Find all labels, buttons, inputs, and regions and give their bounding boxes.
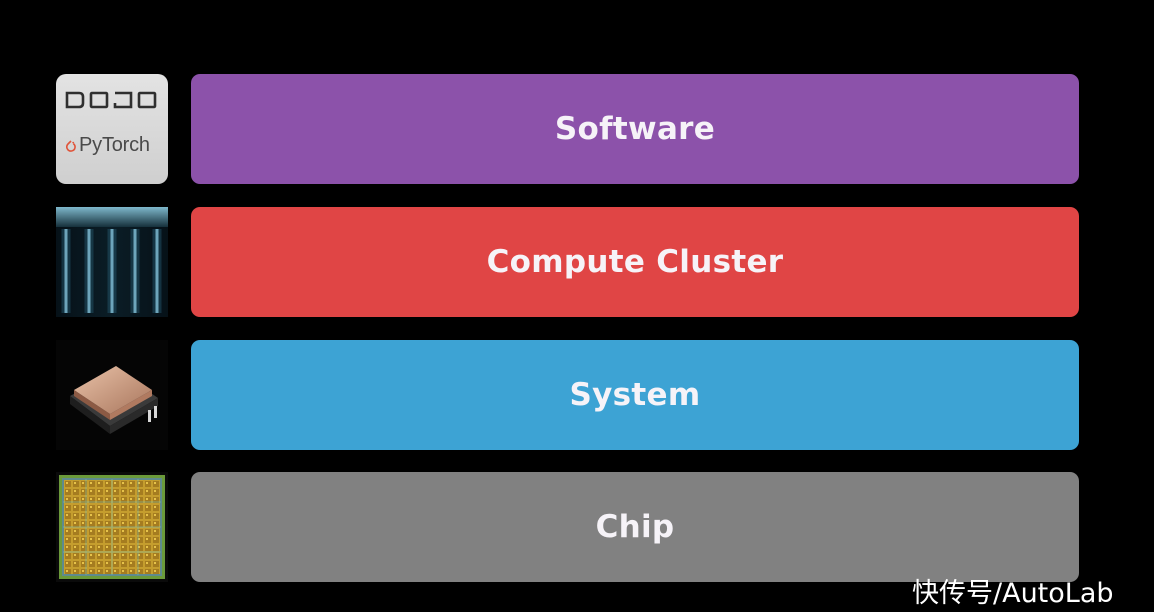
system-image	[56, 340, 168, 450]
compute-cluster-bar: Compute Cluster	[191, 207, 1079, 317]
system-bar: System	[191, 340, 1079, 450]
pytorch-flame-icon	[66, 140, 76, 152]
chip-label: Chip	[595, 509, 675, 545]
software-thumbnail: PyTorch	[56, 74, 168, 184]
chip-image	[56, 472, 168, 582]
watermark: 快传号/AutoLab	[912, 578, 1114, 609]
chip-die-icon	[56, 472, 168, 582]
system-tile-icon	[56, 340, 168, 450]
pytorch-text: PyTorch	[79, 134, 150, 156]
pytorch-logo: PyTorch	[66, 134, 150, 157]
stack-layer-compute-cluster: Compute Cluster	[0, 207, 1154, 317]
compute-cluster-image	[56, 207, 168, 317]
software-bar: Software	[191, 74, 1079, 184]
stack-layer-system: System	[0, 340, 1154, 450]
chip-bar: Chip	[191, 472, 1079, 582]
system-label: System	[569, 377, 701, 413]
software-label: Software	[554, 111, 716, 147]
compute-cluster-label: Compute Cluster	[486, 244, 784, 280]
dojo-logo-icon	[65, 91, 157, 109]
stack-layer-software: PyTorch Software	[0, 74, 1154, 184]
compute-cluster-cabinet-icon	[56, 207, 168, 317]
stack-layer-chip: Chip	[0, 472, 1154, 582]
